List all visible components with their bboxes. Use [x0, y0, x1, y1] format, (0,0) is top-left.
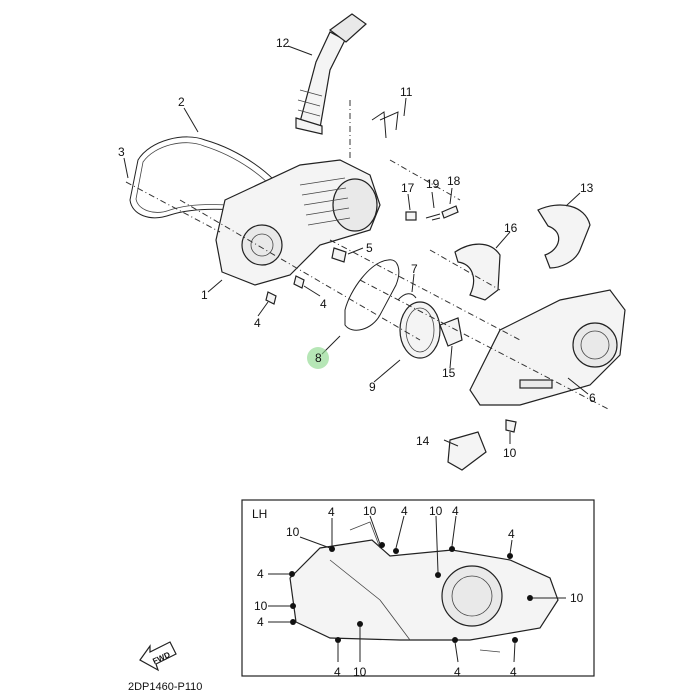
inset-label-bottom-1: 4 [334, 665, 341, 679]
fwd-arrow-icon: FWD [139, 641, 177, 672]
inset-label-bottom-2: 10 [353, 665, 367, 679]
inset-label-right-2: 10 [570, 591, 584, 605]
part-guard [537, 204, 591, 269]
inset-label-top-3: 10 [363, 504, 377, 518]
part-seal [439, 317, 463, 347]
part-crankcase-cover [215, 159, 381, 286]
callout-11: 11 [400, 85, 413, 99]
callout-8[interactable]: 8 [315, 351, 322, 365]
callout-16: 16 [504, 221, 518, 235]
part-bolt-4a [265, 291, 277, 305]
callout-4b: 4 [254, 316, 261, 330]
callout-1: 1 [201, 288, 208, 302]
part-clip [397, 293, 417, 301]
callout-15: 15 [442, 366, 456, 380]
callout-4a: 4 [320, 297, 327, 311]
callout-3: 3 [118, 145, 125, 159]
inset-cover [289, 521, 559, 653]
part-bolt-5 [331, 247, 347, 263]
inset-label-bottom-5: 4 [510, 665, 517, 679]
callout-2: 2 [178, 95, 185, 109]
callout-17: 17 [401, 181, 415, 195]
callout-18: 18 [447, 174, 461, 188]
callout-5: 5 [366, 241, 373, 255]
inset-label-top-2: 4 [328, 505, 335, 519]
callout-10: 10 [503, 446, 517, 460]
inset-label-left-3: 4 [257, 615, 264, 629]
part-bolt-4b [293, 275, 305, 289]
inset-label-top-1: 10 [286, 525, 300, 539]
part-air-duct [295, 13, 367, 135]
inset-label-bottom-3: 4 [454, 665, 461, 679]
part-outer-cover [469, 289, 626, 406]
part-bracket-14 [447, 431, 487, 471]
part-bracket [371, 111, 399, 139]
callout-19: 19 [426, 177, 440, 191]
part-cover-plate [454, 243, 501, 301]
part-bolt-10 [505, 419, 517, 433]
inset-label-left-1: 4 [257, 567, 264, 581]
inset-label-top-5: 10 [429, 504, 443, 518]
highlight-marker[interactable] [307, 347, 329, 369]
inset-title: LH [252, 507, 267, 521]
catalog-code: 2DP1460-P110 [128, 681, 202, 693]
callout-13: 13 [580, 181, 594, 195]
inset-label-top-4: 4 [401, 504, 408, 518]
callout-9: 9 [369, 380, 376, 394]
part-small-bolts [405, 205, 459, 221]
inset-label-right-1: 4 [508, 527, 515, 541]
callout-6: 6 [589, 391, 596, 405]
callout-7: 7 [411, 262, 418, 276]
part-cap [399, 301, 441, 359]
callout-14: 14 [416, 434, 430, 448]
part-o-ring [344, 259, 400, 331]
inset-label-left-2: 10 [254, 599, 268, 613]
inset-label-top-6: 4 [452, 504, 459, 518]
callout-12: 12 [276, 36, 290, 50]
